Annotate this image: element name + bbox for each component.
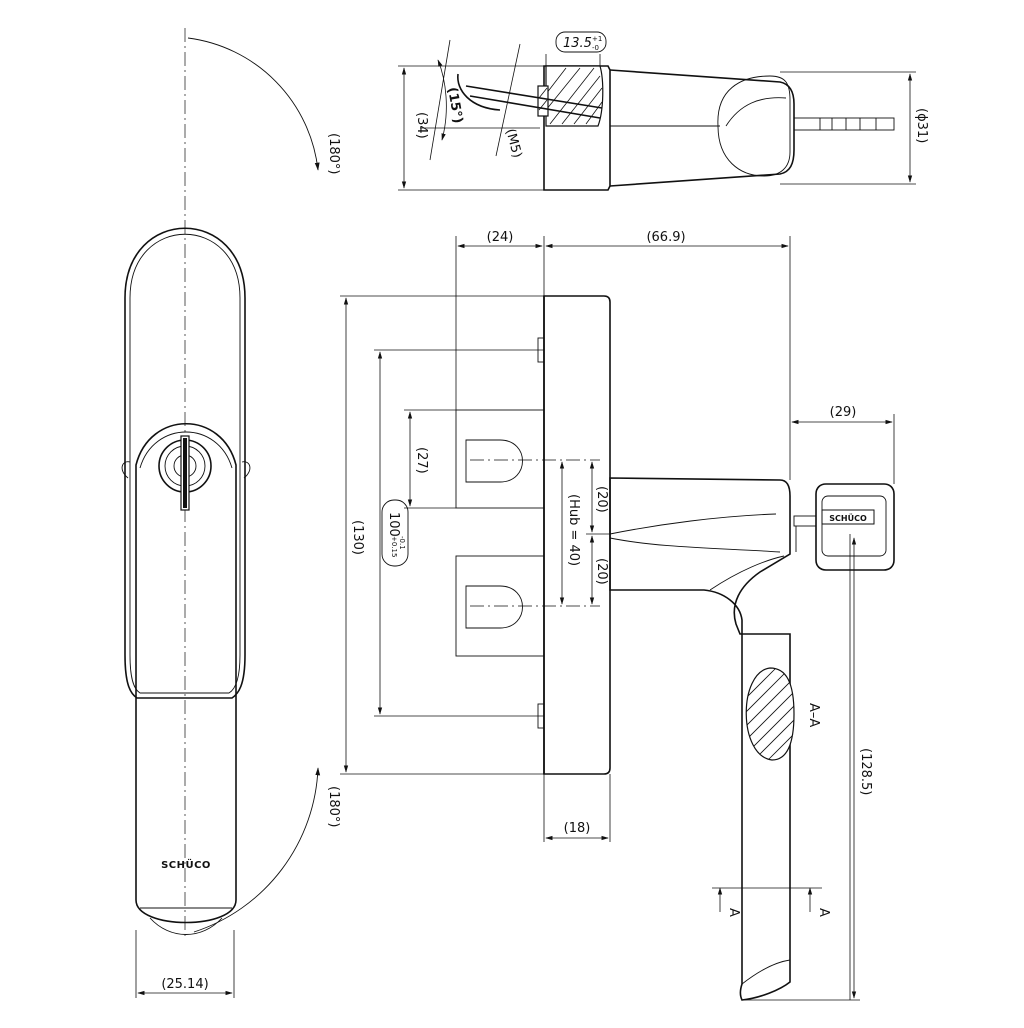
handle-crease-lower	[609, 537, 781, 553]
top-handle-body	[609, 69, 795, 187]
section-aa	[745, 667, 795, 761]
m5-leader	[495, 43, 521, 157]
handle-lever	[135, 422, 237, 924]
spindle-hook	[457, 73, 501, 111]
spindle-upper	[465, 85, 603, 109]
spindle-block-upper	[455, 409, 545, 509]
dim-128-5-label: (128.5)	[858, 748, 873, 795]
dim-20-lower-label: (20)	[594, 558, 609, 585]
spindle-lower	[469, 95, 601, 119]
dim-13-5-tol-plus: +1	[592, 35, 602, 43]
rosette-outline	[124, 227, 246, 699]
section-label: A–A	[806, 703, 821, 727]
dim-width-label: (25.14)	[161, 977, 208, 992]
dim-100-tol-minus: -0.1	[398, 536, 406, 550]
key-blade	[183, 438, 187, 508]
rotation-label-bottom: (180°)	[326, 786, 341, 827]
dim-13-5-tol-minus: -0	[592, 44, 599, 52]
side-handle-body	[609, 477, 791, 1001]
top-handle-cap	[717, 75, 791, 177]
spindle-slot-lower	[465, 585, 523, 629]
brand-logo-key: SCHÜCO	[829, 513, 867, 523]
section-marker-left: A	[726, 908, 741, 917]
key-shank	[793, 515, 817, 527]
handle-tip-curve	[149, 917, 223, 935]
rotation-arc-top	[187, 37, 320, 171]
handle-side-right	[241, 461, 251, 479]
dim-27-label: (27)	[414, 447, 429, 474]
side-view: A–A A A SCHÜCO (24) (66.9) (29) (130)	[340, 230, 895, 1001]
rotation-arc-bottom	[193, 767, 321, 933]
handle-crease-upper	[609, 513, 777, 535]
top-handle-cap-line	[725, 97, 787, 127]
dim-100-box	[381, 499, 409, 567]
dim-dia31-label: (ϕ31)	[914, 108, 929, 143]
handle-side-left	[121, 461, 131, 479]
handle-collar-line	[139, 431, 233, 469]
dim-20-upper-label: (20)	[594, 486, 609, 513]
hub-label: (Hub = 40)	[566, 494, 581, 566]
rotation-label-top: (180°)	[326, 133, 341, 174]
dim-66-9-label: (66.9)	[646, 230, 685, 245]
rosette-inner-outline	[129, 234, 241, 694]
key-head	[815, 483, 895, 571]
top-view: (34) (15°) (M5) 13.5 +1 -0 (ϕ31)	[398, 31, 929, 191]
brand-logo-front: SCHÜCO	[161, 857, 211, 871]
dim-13-5-label: 13.5	[563, 36, 592, 51]
dim-13-5-box	[555, 31, 607, 53]
spindle-slot-upper	[465, 439, 523, 483]
dim-100-label: 100	[386, 512, 401, 537]
dim-100-tol-plus: +0.15	[390, 536, 398, 557]
dim-34-label: (34)	[414, 112, 429, 139]
front-view: (180°) (180°) SCHÜCO (25.14)	[121, 28, 341, 998]
m5-label: (M5)	[502, 127, 524, 160]
top-key	[793, 117, 895, 131]
angle-15-label: (15°)	[444, 86, 465, 125]
side-rosette	[543, 295, 611, 775]
dim-18-label: (18)	[564, 821, 591, 836]
dim-130-label: (130)	[350, 520, 365, 555]
handle-bend	[709, 555, 785, 591]
key-logo-plate	[821, 509, 875, 525]
dim-29-label: (29)	[830, 405, 857, 420]
section-marker-right: A	[816, 908, 831, 917]
angle-arc	[437, 59, 447, 141]
handle-tip	[741, 959, 791, 985]
dim-24-label: (24)	[487, 230, 514, 245]
